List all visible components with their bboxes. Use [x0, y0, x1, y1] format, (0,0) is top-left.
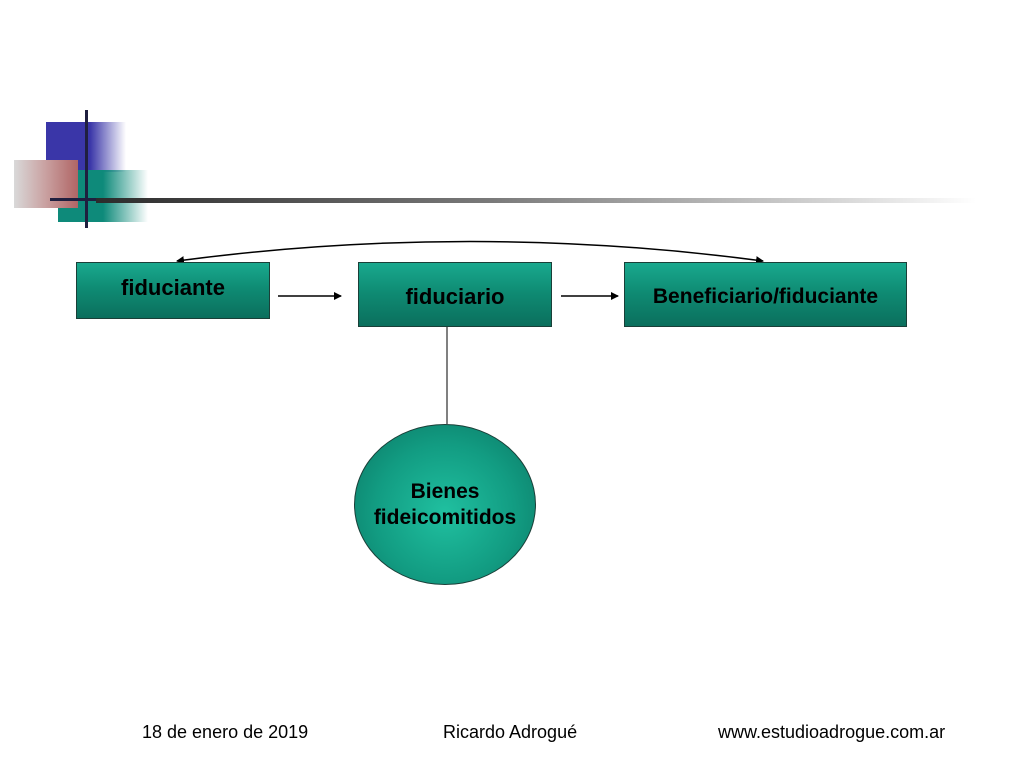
- node-fiduciario: fiduciario: [358, 262, 552, 327]
- node-bienes-label-line1: Bienes: [410, 479, 480, 503]
- footer-author: Ricardo Adrogué: [443, 722, 578, 742]
- node-beneficiario: Beneficiario/fiduciante: [624, 262, 907, 327]
- title-underline: [96, 198, 976, 203]
- node-beneficiario-label: Beneficiario/fiduciante: [652, 284, 879, 308]
- node-fiduciario-label: fiduciario: [405, 283, 505, 309]
- node-bienes-fideicomitidos: Bienes fideicomitidos: [354, 424, 536, 585]
- curved-arrow-fiduciante-beneficiario: [176, 240, 764, 265]
- footer-url: www.estudioadrogue.com.ar: [718, 722, 946, 742]
- node-bienes-label-line2: fideicomitidos: [373, 505, 517, 529]
- node-fiduciante-label: fiduciante: [121, 274, 225, 300]
- node-fiduciante: fiduciante: [76, 262, 270, 319]
- footer-date: 18 de enero de 2019: [142, 722, 309, 742]
- decor-vertical-line: [85, 110, 88, 228]
- decor-short-line: [50, 198, 96, 201]
